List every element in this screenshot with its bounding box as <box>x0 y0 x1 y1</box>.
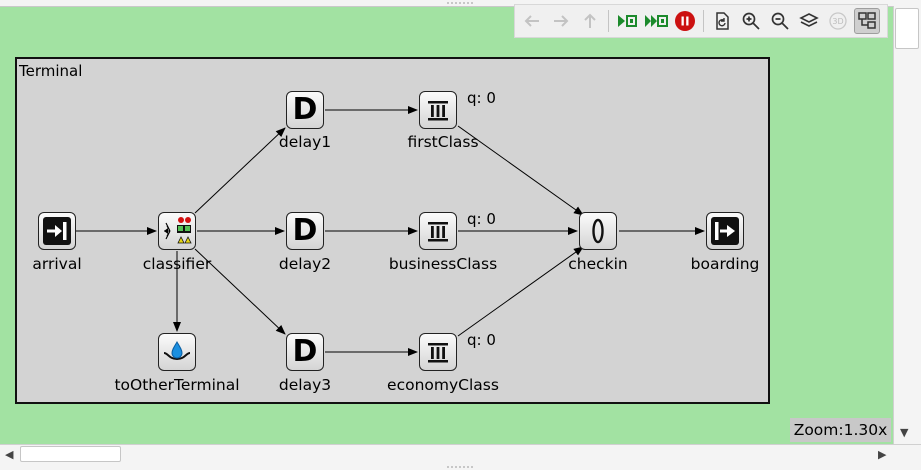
delay1-label: delay1 <box>278 133 332 151</box>
layout-icon <box>858 12 876 29</box>
up-icon <box>584 13 596 28</box>
wire-firstClass-checkin <box>457 125 584 216</box>
queue-icon <box>428 343 448 363</box>
top-resize-grip[interactable] <box>0 0 921 6</box>
vertical-scroll-thumb[interactable] <box>895 8 919 49</box>
firstClass-queue-length: q: 0 <box>467 89 496 107</box>
zoom-out-icon <box>771 12 789 30</box>
zoom-in-icon <box>742 12 760 30</box>
businessClass-label: businessClass <box>388 255 498 273</box>
delay3-label: delay3 <box>278 376 332 394</box>
economyClass-queue-length: q: 0 <box>467 331 496 349</box>
toOtherTerminal-label: toOtherTerminal <box>114 376 240 394</box>
step-button[interactable] <box>614 8 640 34</box>
forward-button[interactable] <box>548 8 574 34</box>
forward-icon <box>554 15 569 27</box>
delay2-label: delay2 <box>278 255 332 273</box>
economyClass-module[interactable] <box>419 333 457 371</box>
back-button[interactable] <box>519 8 545 34</box>
3d-label: 3D <box>832 17 843 26</box>
step-icon <box>618 15 637 27</box>
scroll-left-arrow-icon[interactable]: ◀ <box>5 448 14 461</box>
horizontal-scrollbar[interactable] <box>0 444 921 464</box>
layers-button[interactable] <box>796 8 822 34</box>
fast-forward-button[interactable] <box>643 8 669 34</box>
zoom-out-button[interactable] <box>767 8 793 34</box>
scroll-down-arrow-icon[interactable]: ▼ <box>900 426 909 439</box>
vertical-scrollbar[interactable] <box>893 6 921 444</box>
delay3-module[interactable]: D <box>286 333 324 371</box>
wire-economyClass-checkin <box>457 246 584 337</box>
classifier-module[interactable] <box>158 212 196 250</box>
delay1-module[interactable]: D <box>286 91 324 129</box>
checkin-module[interactable] <box>579 212 617 250</box>
queue-icon <box>428 222 448 242</box>
delay-icon: D <box>292 92 318 127</box>
source-icon <box>43 217 71 245</box>
businessClass-queue-length: q: 0 <box>467 210 496 228</box>
terminal-label: Terminal <box>19 62 83 80</box>
fast-forward-icon <box>645 15 668 27</box>
toolbar-separator <box>608 10 609 32</box>
toolbar-separator <box>703 10 704 32</box>
3d-icon: 3D <box>829 12 847 30</box>
wire-classifier-delay1 <box>194 127 286 214</box>
wire-classifier-delay3 <box>194 248 286 335</box>
sink-icon <box>711 217 739 245</box>
refresh-button[interactable] <box>709 8 735 34</box>
firstClass-label: firstClass <box>407 133 479 151</box>
toolbar: 3D <box>514 4 888 38</box>
scroll-right-arrow-icon[interactable]: ▶ <box>878 448 887 461</box>
classifier-label: classifier <box>142 255 212 273</box>
arrival-module[interactable] <box>38 212 76 250</box>
arrival-label: arrival <box>32 255 82 273</box>
stop-button[interactable] <box>672 8 698 34</box>
3d-button[interactable]: 3D <box>825 8 851 34</box>
boarding-module[interactable] <box>706 212 744 250</box>
bottom-resize-grip[interactable] <box>0 464 921 470</box>
layers-icon <box>799 13 819 27</box>
economyClass-label: economyClass <box>387 376 499 394</box>
horizontal-scroll-thumb[interactable] <box>20 446 121 462</box>
classifier-icon <box>164 217 192 244</box>
businessClass-module[interactable] <box>419 212 457 250</box>
zoom-in-button[interactable] <box>738 8 764 34</box>
sink-drop-icon <box>163 341 191 361</box>
delay2-module[interactable]: D <box>286 212 324 250</box>
stop-icon <box>675 11 695 31</box>
delay-icon: D <box>292 334 318 369</box>
zoom-indicator: Zoom:1.30x <box>790 418 891 442</box>
layout-button[interactable] <box>854 8 880 34</box>
refresh-icon <box>716 12 729 30</box>
firstClass-module[interactable] <box>419 91 457 129</box>
checkin-label: checkin <box>568 255 628 273</box>
up-button[interactable] <box>577 8 603 34</box>
toOtherTerminal-module[interactable] <box>158 333 196 371</box>
boarding-label: boarding <box>690 255 760 273</box>
delay-icon: D <box>292 213 318 248</box>
queue-icon <box>428 101 448 121</box>
back-icon <box>524 15 539 27</box>
server-icon <box>592 218 604 244</box>
